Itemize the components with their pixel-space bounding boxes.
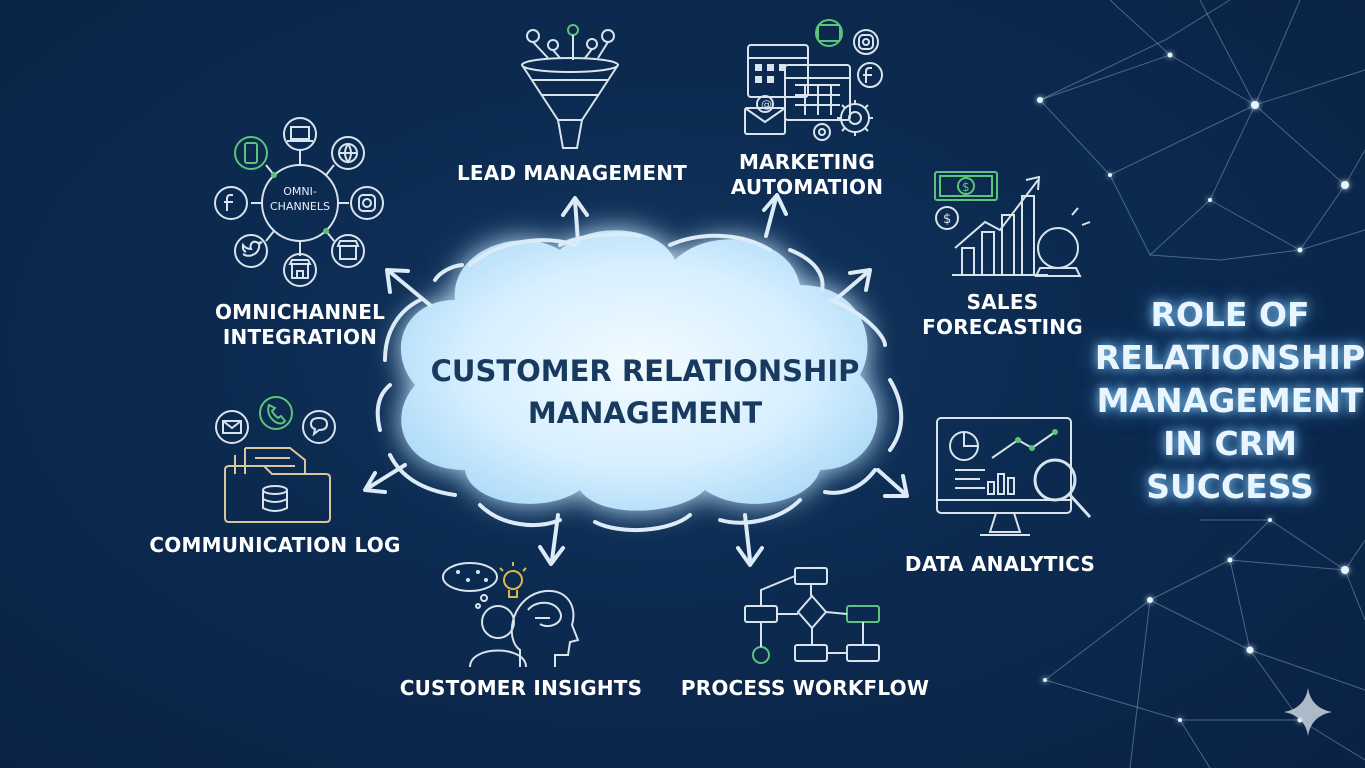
side-title-line1: ROLE OF [1150,295,1310,334]
node-data-analytics: DATA ANALYTICS [904,552,1096,576]
ring-dots [271,172,329,234]
facebook-small-icon [214,186,248,220]
shop-icon [331,234,365,268]
flowchart-icon [744,567,880,664]
globe-icon [331,136,365,170]
node-forecasting-line2: FORECASTING [922,315,1083,339]
laptop-icon [283,117,317,151]
mail-icon: @ [744,19,843,135]
side-title-line5: SUCCESS [1146,467,1314,506]
connector-arrows [363,193,909,567]
calendar-icon [747,44,851,121]
twitter-icon [234,234,268,268]
cloud-outline-arcs [375,232,904,532]
omni-hub-line1: OMNI- [283,185,317,198]
side-title-line2: RELATIONSHIP [1094,338,1365,377]
magnifier-icon [1033,458,1092,519]
facebook-icon [857,62,883,88]
dollar-icon [935,206,959,230]
node-marketing-line2: AUTOMATION [730,175,884,199]
analytics-dots [1015,429,1058,451]
node-forecasting-line1: SALES [966,290,1039,314]
node-lead-management: LEAD MANAGEMENT [456,161,688,185]
omni-hub-label: OMNI- CHANNELS [268,184,332,214]
instagram-icon [853,29,879,55]
database-icon [262,485,288,512]
node-marketing-automation: MARKETING AUTOMATION [712,150,902,200]
omni-hub-line2: CHANNELS [270,200,330,213]
node-communication-log: COMMUNICATION LOG [149,533,401,557]
folder-icon [224,447,331,523]
node-omnichannel-line2: INTEGRATION [222,325,378,349]
instagram-small-icon [350,186,384,220]
dollar-symbol: $ [943,212,951,227]
node-omnichannel-integration: OMNICHANNEL INTEGRATION [200,300,400,350]
omnichannel-ring [251,150,349,256]
money-icon [934,171,998,201]
thought-dots [456,570,488,582]
brain-icon [510,589,580,667]
node-marketing-line1: MARKETING [739,150,875,174]
side-title-line4: IN CRM [1163,424,1297,463]
svg-text:@: @ [761,98,772,111]
funnel-icon [521,24,619,149]
head-icon [469,605,527,668]
node-sales-forecasting: SALES FORECASTING [910,290,1095,340]
network-nodes [1037,52,1349,723]
thought-icon [442,562,498,609]
gear-icon [813,100,873,141]
chat-icon [302,410,336,444]
money-symbol: $ [962,180,970,194]
center-title-line2: MANAGEMENT [527,396,763,430]
node-customer-insights: CUSTOMER INSIGHTS [399,676,643,700]
node-omnichannel-line1: OMNICHANNEL [214,300,386,324]
central-cloud [400,230,878,511]
phone-icon [259,396,293,430]
center-title-line1: CUSTOMER RELATIONSHIP [430,354,860,388]
center-title: CUSTOMER RELATIONSHIP MANAGEMENT [410,350,880,434]
sparkle-icon [1284,688,1332,736]
node-process-workflow: PROCESS WORKFLOW [680,676,930,700]
side-title: ROLE OF RELATIONSHIP MANAGEMENT IN CRM S… [1090,293,1365,508]
mail-small-icon [215,410,249,444]
crystal-ball-icon [1034,207,1091,277]
store-icon [283,253,317,287]
side-title-line3: MANAGEMENT [1096,381,1364,420]
monitor-icon [936,417,1072,536]
bar-chart-icon [952,175,1048,276]
lightbulb-icon [499,562,527,598]
mobile-icon [234,136,268,170]
